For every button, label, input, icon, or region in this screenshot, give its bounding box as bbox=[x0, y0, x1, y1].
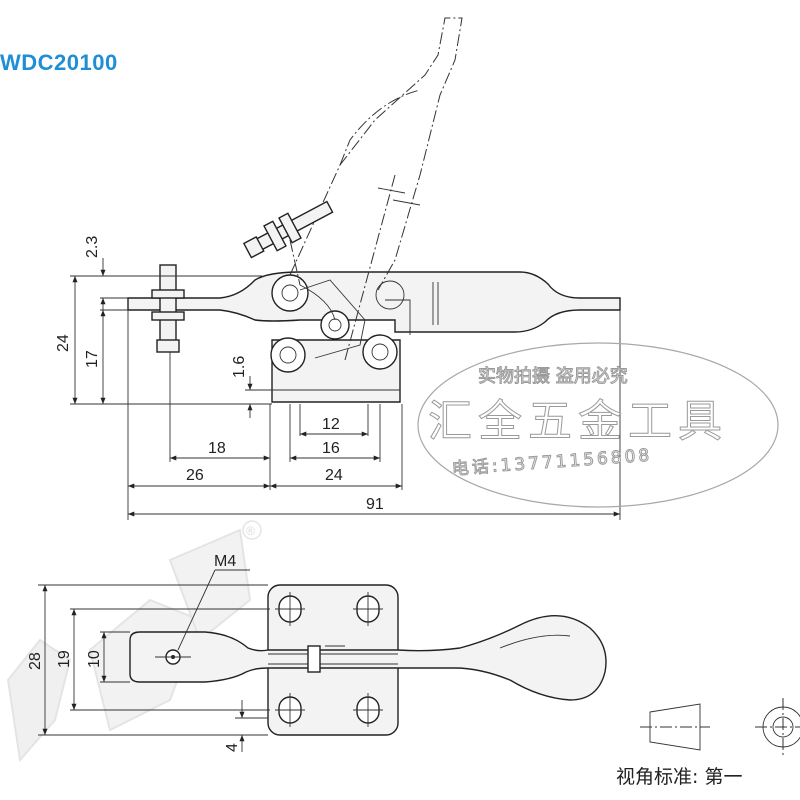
dim-4: 4 bbox=[224, 743, 241, 752]
dim-16: 16 bbox=[322, 440, 340, 457]
top-view: M4 bbox=[129, 553, 607, 736]
dim-10: 10 bbox=[86, 650, 103, 668]
dim-18: 18 bbox=[208, 440, 226, 457]
dim-2-3: 2.3 bbox=[84, 236, 101, 258]
dim-12: 12 bbox=[322, 416, 340, 433]
projection-symbol bbox=[640, 698, 800, 756]
shop-watermark: 实物拍摄 盗用必究 汇全五金工具 电话:13771156808 bbox=[417, 342, 779, 508]
top-view-dimensions: 28 19 10 4 bbox=[27, 584, 270, 752]
side-view bbox=[127, 17, 621, 403]
thread-label: M4 bbox=[214, 553, 236, 570]
model-title: WDC20100 bbox=[0, 50, 118, 75]
dim-24-vertical: 24 bbox=[55, 334, 72, 352]
dim-26: 26 bbox=[186, 467, 204, 484]
watermark-line-3: 电话:13771156808 bbox=[451, 446, 653, 480]
side-view-dimensions: 2.3 24 17 1.6 12 16 18 26 24 bbox=[55, 236, 621, 520]
dim-17: 17 bbox=[84, 350, 101, 368]
watermark-line-1: 实物拍摄 盗用必究 bbox=[478, 366, 628, 387]
registered-mark: ® bbox=[246, 524, 255, 538]
dim-91: 91 bbox=[366, 496, 384, 513]
watermark-line-2: 汇全五金工具 bbox=[428, 396, 728, 447]
projection-label: 视角标准: 第一 bbox=[616, 766, 743, 788]
dim-28: 28 bbox=[27, 652, 44, 670]
dim-19: 19 bbox=[56, 650, 73, 668]
dim-1-6: 1.6 bbox=[231, 356, 248, 378]
dim-24-horizontal: 24 bbox=[325, 467, 343, 484]
